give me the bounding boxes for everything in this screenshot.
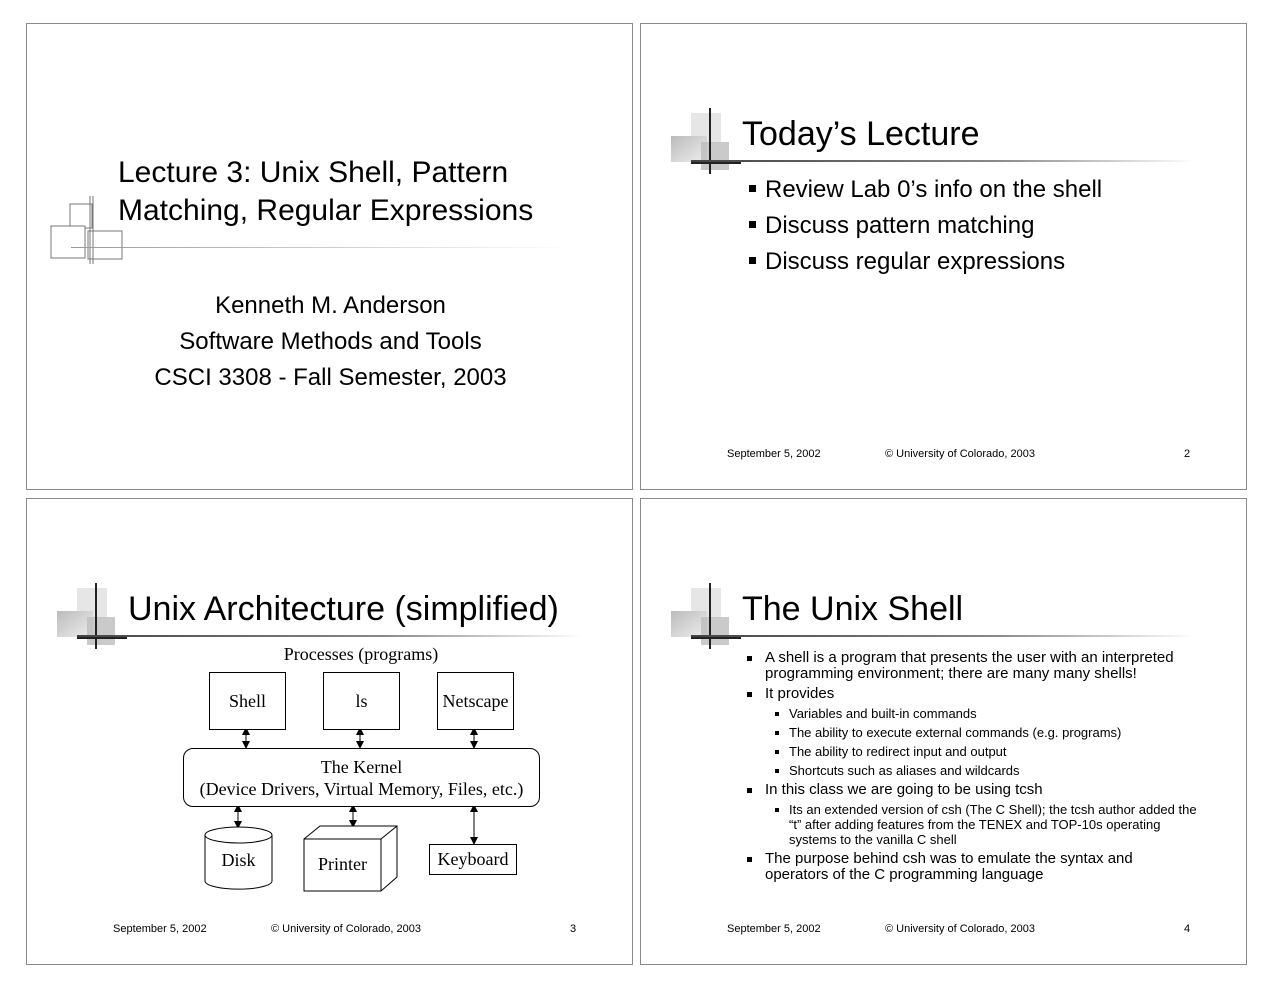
title-rule <box>691 635 1196 637</box>
bullet-item: Discuss regular expressions <box>749 247 1065 277</box>
bullet-icon <box>749 257 756 265</box>
bullet-item: A shell is a program that presents the u… <box>741 650 1211 682</box>
footer-date: September 5, 2002 <box>113 923 207 935</box>
title-rule <box>77 635 582 637</box>
device-printer: Printer <box>318 854 367 874</box>
footer-copyright: © University of Colorado, 2003 <box>271 923 421 935</box>
slide-3: Unix Architecture (simplified) Processes… <box>26 498 633 965</box>
bullet-list: A shell is a program that presents the u… <box>741 650 1211 887</box>
bullet-icon <box>749 185 756 193</box>
process-shell: Shell <box>209 672 286 730</box>
page-number: 3 <box>570 923 577 935</box>
sub-bullet-item: Its an extended version of csh (The C Sh… <box>741 802 1211 847</box>
bullet-text: Review Lab 0’s info on the shell <box>765 176 1103 203</box>
slide-title: Today’s Lecture <box>742 115 980 153</box>
footer-copyright: © University of Colorado, 2003 <box>885 448 1035 460</box>
footer-date: September 5, 2002 <box>727 923 821 935</box>
bullet-icon <box>749 221 756 229</box>
slide-decoration-icon <box>671 108 741 174</box>
kernel-title: The Kernel <box>320 756 403 777</box>
title-rule <box>691 160 1196 162</box>
bullet-item: In this class we are going to be using t… <box>741 782 1211 798</box>
slide-title: The Unix Shell <box>742 590 964 628</box>
bullet-text: Discuss pattern matching <box>765 212 1035 239</box>
bullet-item: It provides <box>741 686 1211 702</box>
slide-1: Lecture 3: Unix Shell, Pattern Matching,… <box>26 23 633 490</box>
architecture-diagram-arrows <box>204 727 478 892</box>
kernel-description: (Device Drivers, Virtual Memory, Files, … <box>199 778 524 799</box>
author-name: Kenneth M. Anderson <box>215 292 446 319</box>
course-term: CSCI 3308 - Fall Semester, 2003 <box>154 364 507 391</box>
slide-title: Unix Architecture (simplified) <box>128 590 559 628</box>
page-number: 4 <box>1184 923 1191 935</box>
title-rule <box>71 247 571 248</box>
slide-title: Lecture 3: Unix Shell, Pattern Matching,… <box>118 154 533 230</box>
slide-decoration-icon <box>671 583 741 649</box>
page-number: 2 <box>1184 448 1191 460</box>
device-keyboard: Keyboard <box>429 844 517 875</box>
footer-date: September 5, 2002 <box>727 448 821 460</box>
device-disk: Disk <box>221 850 256 870</box>
title-line-2: Matching, Regular Expressions <box>118 194 534 227</box>
slide-decoration-icon <box>50 196 123 264</box>
title-line-1: Lecture 3: Unix Shell, Pattern <box>118 156 509 189</box>
slide-2: Today’s Lecture Review Lab 0’s info on t… <box>640 23 1247 490</box>
sub-bullet-item: The ability to redirect input and output <box>741 744 1211 759</box>
bullet-item: Discuss pattern matching <box>749 211 1034 241</box>
bullet-item: Review Lab 0’s info on the shell <box>749 175 1102 205</box>
author-block: Kenneth M. Anderson Software Methods and… <box>27 288 634 396</box>
slide-4: The Unix Shell A shell is a program that… <box>640 498 1247 965</box>
bullet-item: The purpose behind csh was to emulate th… <box>741 851 1211 883</box>
sub-bullet-item: Variables and built-in commands <box>741 706 1211 721</box>
sub-bullet-item: Shortcuts such as aliases and wildcards <box>741 763 1211 778</box>
bullet-text: Discuss regular expressions <box>765 248 1066 275</box>
process-netscape: Netscape <box>437 672 514 730</box>
footer-copyright: © University of Colorado, 2003 <box>885 923 1035 935</box>
processes-label: Processes (programs) <box>283 644 439 664</box>
kernel-box: The Kernel (Device Drivers, Virtual Memo… <box>183 748 540 807</box>
course-name: Software Methods and Tools <box>179 328 482 355</box>
disk-cylinder-shape <box>204 826 273 890</box>
printer-cube-shape <box>303 825 398 892</box>
sub-bullet-item: The ability to execute external commands… <box>741 725 1211 740</box>
process-ls: ls <box>323 672 400 730</box>
